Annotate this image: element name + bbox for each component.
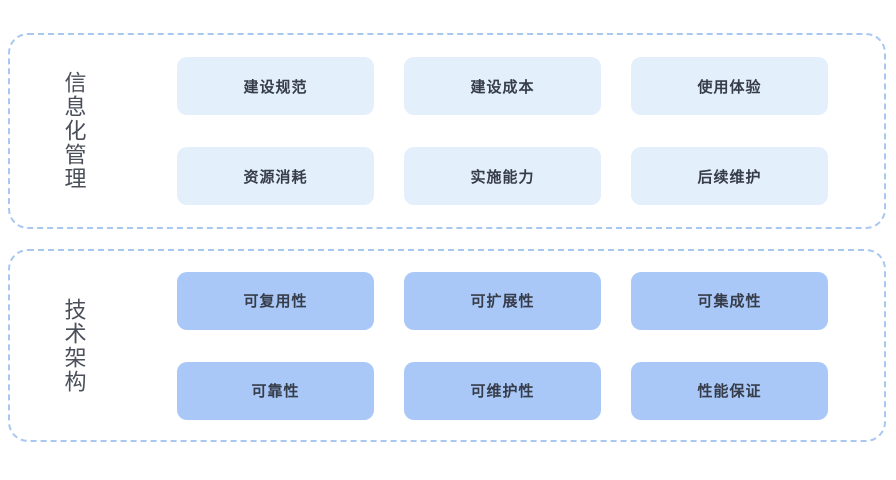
section-label-zone: 技术架构 <box>10 251 177 440</box>
item-label: 实施能力 <box>470 168 535 186</box>
section-items-grid: 建设规范 建设成本 使用体验 资源消耗 实施能力 后续维护 <box>177 57 884 205</box>
item-box: 可复用性 <box>177 271 374 330</box>
item-label: 使用体验 <box>697 78 762 96</box>
item-label: 建设成本 <box>470 78 535 96</box>
item-box: 建设规范 <box>177 57 374 115</box>
item-label: 可集成性 <box>697 293 762 310</box>
item-box: 建设成本 <box>404 57 601 115</box>
item-label: 可靠性 <box>251 383 300 400</box>
item-box: 资源消耗 <box>177 147 374 205</box>
item-label: 后续维护 <box>697 168 762 186</box>
section-label: 信息化管理 <box>61 71 87 191</box>
item-label: 性能保证 <box>697 383 762 400</box>
item-box: 性能保证 <box>631 361 828 420</box>
item-box: 实施能力 <box>404 147 601 205</box>
item-box: 后续维护 <box>631 147 828 205</box>
item-box: 可靠性 <box>177 361 374 420</box>
item-label: 可维护性 <box>470 383 535 400</box>
item-label: 可扩展性 <box>470 293 535 310</box>
item-box: 使用体验 <box>631 57 828 115</box>
section-items-grid: 可复用性 可扩展性 可集成性 可靠性 可维护性 性能保证 <box>177 271 884 420</box>
item-box: 可维护性 <box>404 361 601 420</box>
item-label: 建设规范 <box>243 78 308 96</box>
item-label: 可复用性 <box>243 293 308 310</box>
item-label: 资源消耗 <box>243 168 308 186</box>
section-label-zone: 信息化管理 <box>10 35 177 227</box>
section-technical-architecture: 技术架构 可复用性 可扩展性 可集成性 可靠性 可维护性 性能保证 <box>8 249 886 442</box>
item-box: 可扩展性 <box>404 271 601 330</box>
section-information-management: 信息化管理 建设规范 建设成本 使用体验 资源消耗 实施能力 后续维护 <box>8 33 886 229</box>
section-label: 技术架构 <box>61 297 87 394</box>
item-box: 可集成性 <box>631 271 828 330</box>
